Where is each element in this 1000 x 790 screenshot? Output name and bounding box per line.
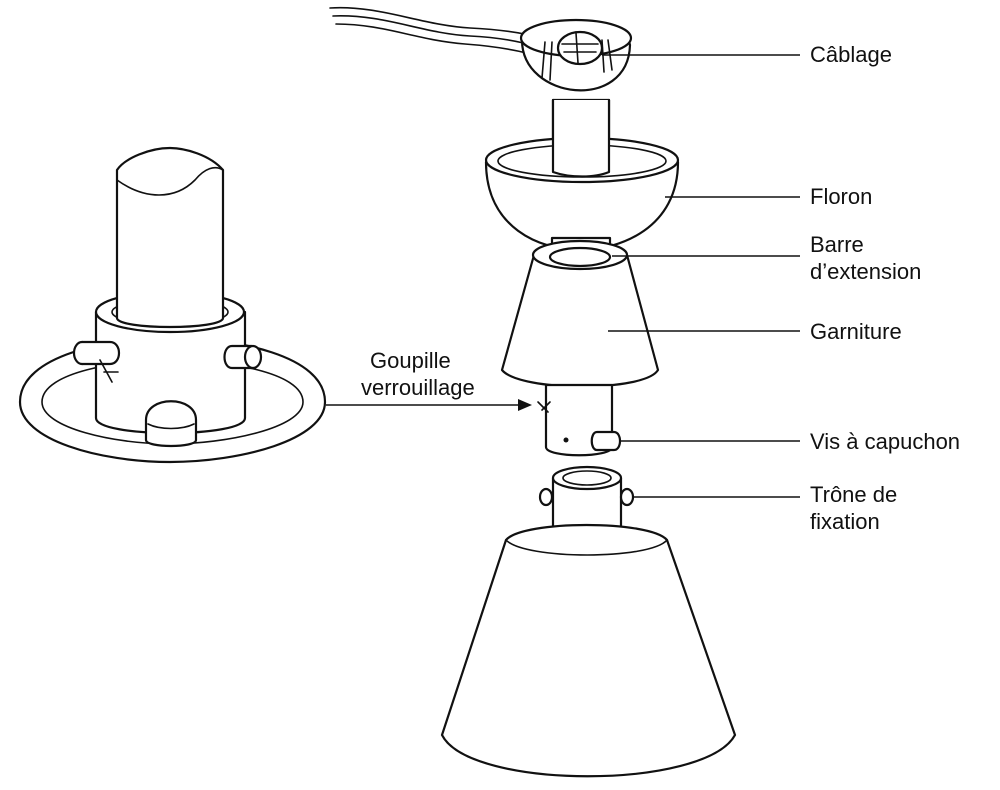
detail-assembly <box>18 146 327 464</box>
detail-tube <box>115 146 225 329</box>
collar-screw-right <box>619 487 635 507</box>
collar-screw-left <box>538 487 554 507</box>
rod-through-canopy <box>551 98 611 178</box>
lamp-shade <box>440 523 737 778</box>
label-garniture: Garniture <box>810 319 902 344</box>
detail-pin <box>99 359 119 383</box>
leader-goupille-arrow <box>518 399 532 411</box>
label-barre-2: d’extension <box>810 259 922 284</box>
detail-screw-right <box>243 344 263 370</box>
cap-screw <box>590 430 622 452</box>
lower-rod-hole <box>563 437 569 443</box>
detail-dome <box>144 400 198 448</box>
label-goupille-1: Goupille <box>370 348 451 373</box>
wiring-cap-ball <box>556 30 604 66</box>
label-barre-1: Barre <box>810 232 864 257</box>
detail-dome-line <box>147 423 195 430</box>
label-trone-1: Trône de <box>810 482 898 507</box>
label-vis: Vis à capuchon <box>810 429 961 454</box>
garniture <box>500 253 660 388</box>
detail-screw-left-shaft <box>80 340 121 366</box>
mounting-collar-inner <box>562 470 612 486</box>
wiring-cap-ball-lines <box>561 32 599 64</box>
lower-rod-pin <box>537 401 551 413</box>
label-goupille-2: verrouillage <box>361 375 475 400</box>
leader-lines <box>326 54 800 498</box>
main-assembly <box>329 6 737 778</box>
label-trone-2: fixation <box>810 509 880 534</box>
detail-tube-cut <box>116 166 224 196</box>
lamp-shade-top-rim <box>505 539 668 556</box>
garniture-top-hole <box>548 246 612 268</box>
wiring-cap-clip <box>541 39 613 81</box>
label-cablage: Câblage <box>810 42 892 67</box>
label-floron: Floron <box>810 184 873 209</box>
